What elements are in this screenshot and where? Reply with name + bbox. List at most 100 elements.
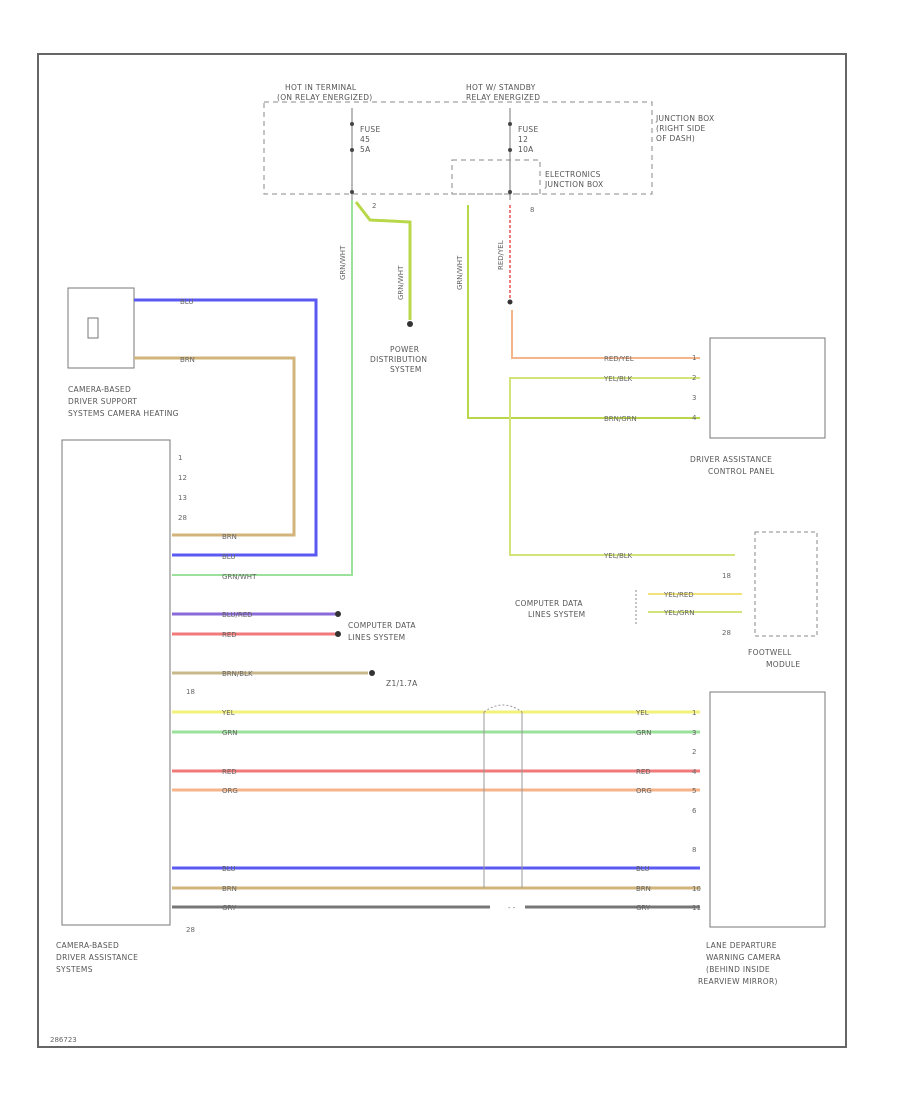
computer-data-left-label-1: COMPUTER DATA	[348, 621, 416, 630]
camera-pin-28: 28	[186, 926, 195, 934]
camera-module-pins-top: 1 12 13 28	[178, 454, 187, 522]
wire-label-org-right: ORG	[636, 787, 652, 795]
power-distribution-label-3: SYSTEM	[390, 365, 422, 374]
fuse-right-number: 12	[518, 135, 528, 144]
footwell-pin-18: 18	[722, 572, 731, 580]
wire-label-gry-left: GRY	[222, 904, 237, 912]
svg-text:- -: - -	[508, 904, 516, 912]
camera-heating-label-2: DRIVER SUPPORT	[68, 397, 137, 406]
computer-data-left-label-2: LINES SYSTEM	[348, 633, 405, 642]
wire-brn-heating	[134, 356, 296, 537]
hot-standby-label-2: RELAY ENERGIZED	[466, 93, 540, 102]
camera-heating-box	[67, 287, 135, 369]
wire-label-org-left: ORG	[222, 787, 238, 795]
wire-label-yel-left: YEL	[221, 709, 235, 717]
wire-label-yel-blk-bottom: YEL/BLK	[603, 552, 633, 560]
wire-label-grn-wht-cam: GRN/WHT	[222, 573, 257, 581]
wire-label-red-yel-vert: RED/YEL	[497, 240, 505, 270]
footwell-module-box	[754, 531, 818, 637]
wire-label-brn-grn-vert: GRN/WHT	[456, 255, 464, 290]
svg-text:8: 8	[692, 846, 696, 854]
svg-text:11: 11	[692, 904, 701, 912]
control-panel-pins: 1 2 3 4	[692, 354, 697, 422]
lane-camera-pins: 1 3 2 4 5 6 8 10 11	[692, 709, 701, 912]
outer-frame	[37, 53, 847, 1048]
wire-label-grn-wht-vert: GRN/WHT	[339, 245, 347, 280]
control-panel-label-1: DRIVER ASSISTANCE	[690, 455, 772, 464]
svg-text:4: 4	[692, 768, 697, 776]
ground-ref-label: Z1/1.7A	[386, 679, 418, 688]
wire-label-brn-grn: BRN/GRN	[604, 415, 637, 423]
computer-data-right-label-1: COMPUTER DATA	[515, 599, 583, 608]
svg-text:1: 1	[692, 709, 696, 717]
power-distribution-label-1: POWER	[390, 345, 419, 354]
wire-label-brn-cam: BRN	[222, 533, 237, 541]
lane-camera-label-4: REARVIEW MIRROR)	[698, 977, 778, 986]
hot-terminal-label-1: HOT IN TERMINAL	[285, 83, 357, 92]
control-panel-box	[709, 337, 826, 439]
lane-camera-label-3: (BEHIND INSIDE	[706, 965, 770, 974]
svg-text:28: 28	[178, 514, 187, 522]
hot-standby-label-1: HOT W/ STANDBY	[466, 83, 536, 92]
fuse-right-rating: 10A	[518, 145, 534, 154]
fuse-right: FUSE 12 10A 8	[508, 108, 539, 214]
camera-module-label-2: DRIVER ASSISTANCE	[56, 953, 138, 962]
wire-label-yel-blk-top: YEL/BLK	[603, 375, 633, 383]
svg-text:3: 3	[692, 729, 696, 737]
junction-box-label-1: JUNCTION BOX	[655, 114, 714, 123]
electronics-box-outline	[451, 159, 541, 195]
wire-label-brn-blk: BRN/BLK	[222, 670, 253, 678]
camera-heating-label-3: SYSTEMS CAMERA HEATING	[68, 409, 179, 418]
svg-text:2: 2	[692, 748, 696, 756]
svg-text:10: 10	[692, 885, 701, 893]
wire-label-red-right: RED	[636, 768, 651, 776]
camera-pin-18: 18	[186, 688, 195, 696]
fuse-right-label: FUSE	[518, 125, 539, 134]
wire-label-grn-wht-pd: GRN/WHT	[397, 265, 405, 300]
wire-blu-heating	[134, 298, 318, 557]
wire-label-blu-left: BLU	[222, 865, 235, 873]
fuse-right-pin: 8	[530, 206, 534, 214]
wire-label-yel-red: YEL/RED	[663, 591, 694, 599]
wire-label-blu-cam: BLU	[222, 553, 235, 561]
wire-label-red-left: RED	[222, 768, 237, 776]
computer-data-right-label-2: LINES SYSTEM	[528, 610, 585, 619]
wire-label-blu-heating: BLU	[180, 298, 193, 306]
junction-box-label-2: (RIGHT SIDE	[656, 124, 706, 133]
lane-camera-label-2: WARNING CAMERA	[706, 953, 781, 962]
camera-module-label-3: SYSTEMS	[56, 965, 93, 974]
footwell-label-1: FOOTWELL	[748, 648, 792, 657]
wire-label-yel-grn: YEL/GRN	[663, 609, 694, 617]
svg-text:6: 6	[692, 807, 697, 815]
svg-text:13: 13	[178, 494, 187, 502]
footwell-label-2: MODULE	[766, 660, 800, 669]
lane-camera-box	[709, 691, 826, 928]
wire-grn-wht-feed	[172, 200, 353, 576]
electronics-box-label-1: ELECTRONICS	[545, 170, 601, 179]
fuse-left-label: FUSE	[360, 125, 381, 134]
svg-text:1: 1	[178, 454, 182, 462]
fuse-left-rating: 5A	[360, 145, 371, 154]
wire-label-brn-heating: BRN	[180, 356, 195, 364]
wire-label-blu-red: BLU/RED	[222, 611, 253, 619]
fuse-left: FUSE 45 5A 2	[350, 108, 381, 210]
svg-text:4: 4	[692, 414, 697, 422]
camera-module-label-1: CAMERA-BASED	[56, 941, 119, 950]
svg-text:5: 5	[692, 787, 696, 795]
svg-text:3: 3	[692, 394, 696, 402]
svg-text:2: 2	[692, 374, 696, 382]
svg-text:1: 1	[692, 354, 696, 362]
lane-camera-label-1: LANE DEPARTURE	[706, 941, 777, 950]
camera-heating-label-1: CAMERA-BASED	[68, 385, 131, 394]
hot-terminal-label-2: (ON RELAY ENERGIZED)	[277, 93, 373, 102]
wire-brn-grn	[467, 205, 700, 419]
wire-label-brn-right: BRN	[636, 885, 651, 893]
wire-power-distribution	[354, 201, 412, 320]
svg-text:12: 12	[178, 474, 187, 482]
fuse-left-pin: 2	[372, 202, 376, 210]
wire-label-yel-right: YEL	[635, 709, 649, 717]
wire-yel-blk	[509, 377, 735, 556]
wire-label-gry-right: GRY	[636, 904, 651, 912]
footwell-pin-28: 28	[722, 629, 731, 637]
